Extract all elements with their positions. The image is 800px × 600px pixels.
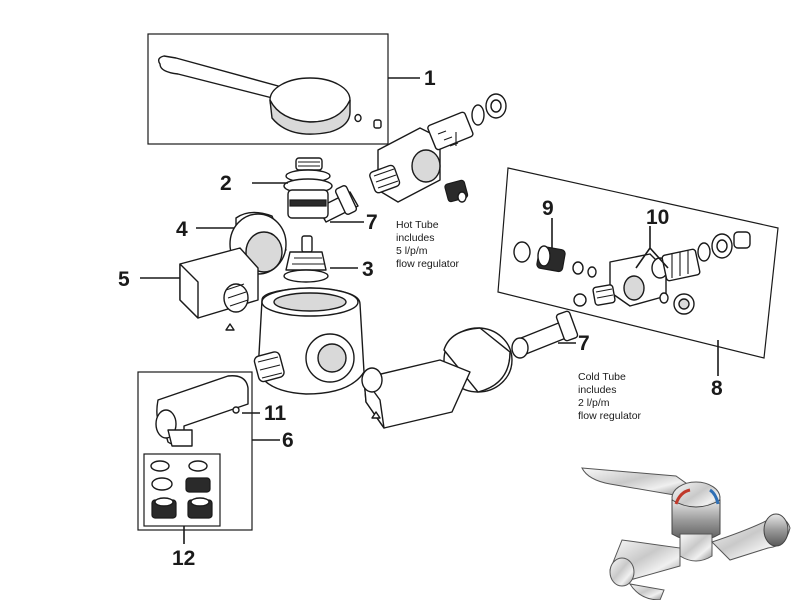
hot-tube-line-3: 5 l/p/m (396, 245, 428, 257)
cold-lever-arm-part (361, 359, 471, 429)
hot-valve-body-part (369, 93, 507, 203)
callout-4: 4 (176, 218, 188, 241)
cold-tube-line-2: includes (578, 384, 617, 396)
aerator-kit-part (143, 453, 221, 527)
callout-11: 11 (264, 402, 287, 425)
cold-tube-part (511, 310, 579, 359)
hot-tube-line-1: Hot Tube (396, 219, 439, 231)
cold-tube-line-3: 2 l/p/m (578, 397, 610, 409)
cold-tube-line-4: flow regulator (578, 410, 642, 422)
cold-valve-kit-panel (497, 167, 779, 359)
callout-7-hot: 7 (366, 211, 378, 234)
callout-5: 5 (118, 268, 130, 291)
callout-8: 8 (711, 377, 723, 400)
mixer-body-part (253, 287, 365, 395)
lever-handle-part (147, 33, 389, 145)
spindle-part (283, 235, 329, 283)
hot-tube-line-4: flow regulator (396, 258, 460, 270)
hot-tube-line-2: includes (396, 232, 435, 244)
callout-12: 12 (172, 547, 195, 570)
callout-1: 1 (424, 67, 436, 90)
callout-3: 3 (362, 258, 374, 281)
callout-6: 6 (282, 429, 294, 452)
cold-tube-line-1: Cold Tube (578, 371, 626, 383)
callout-2: 2 (220, 172, 232, 195)
callout-9: 9 (542, 197, 554, 220)
assembled-tap-image (581, 467, 791, 600)
callout-7-cold: 7 (578, 332, 590, 355)
cartridge-part (283, 157, 333, 219)
callout-10: 10 (646, 206, 669, 229)
lever-arm-part (179, 247, 259, 331)
